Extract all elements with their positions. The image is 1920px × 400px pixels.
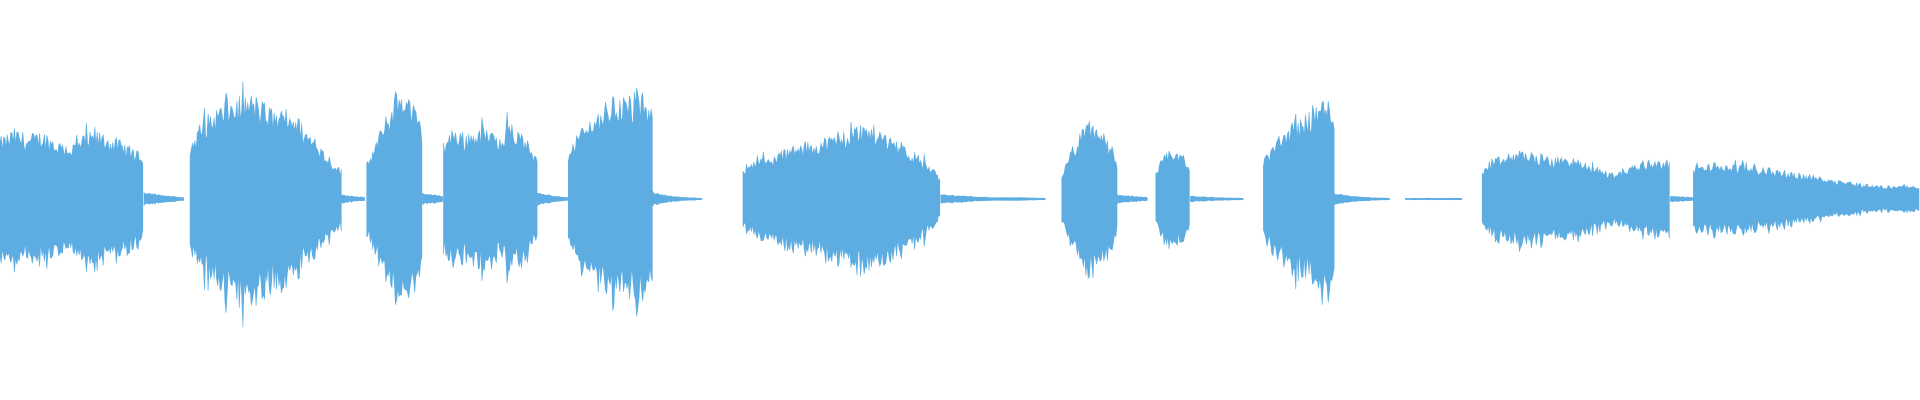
waveform-segment-2-tail [341, 194, 365, 204]
waveform-segment-1 [0, 122, 144, 273]
waveform-segment-7 [1061, 120, 1118, 280]
waveform-segment-3 [366, 90, 423, 305]
waveform-segment-12 [1693, 159, 1920, 239]
waveform-segment-1-tail [143, 191, 184, 207]
waveform-segments [0, 81, 1920, 328]
waveform-segment-5-tail [652, 190, 703, 207]
waveform-segment-5 [568, 87, 653, 317]
waveform-segment-4 [443, 112, 538, 284]
waveform-segment-2 [189, 81, 342, 328]
waveform-segment-8-tail [1190, 195, 1244, 203]
waveform-segment-10 [1405, 197, 1463, 201]
waveform-segment-9 [1263, 101, 1335, 305]
waveform-segment-9-tail [1334, 193, 1390, 206]
waveform-segment-8 [1155, 150, 1190, 249]
waveform-segment-6-tail [940, 194, 1046, 204]
waveform-segment-3-tail [422, 193, 444, 205]
waveform-segment-6 [742, 121, 941, 277]
waveform-segment-7-tail [1117, 194, 1148, 205]
waveform-segment-11 [1481, 150, 1670, 252]
waveform-segment-4-tail [537, 192, 568, 207]
